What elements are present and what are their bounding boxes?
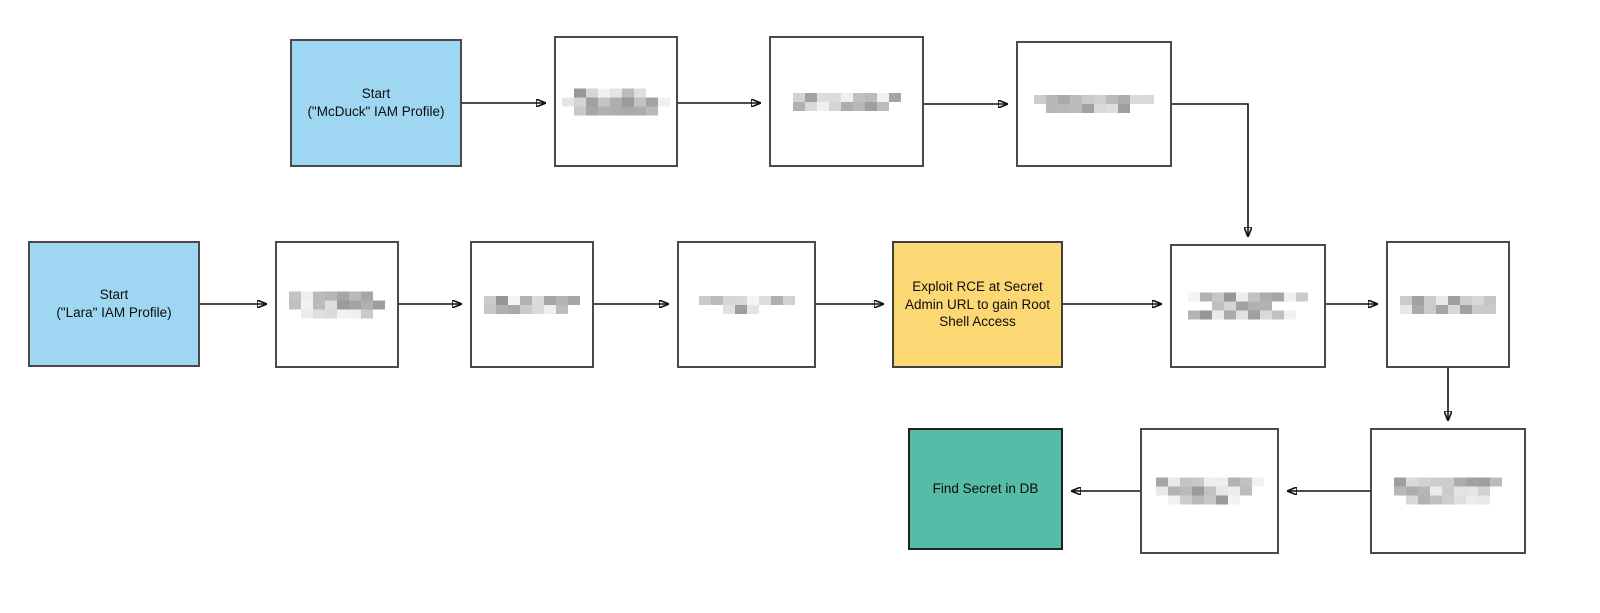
node-bottom-step-2[interactable]	[1140, 428, 1279, 554]
node-top-step-1[interactable]	[554, 36, 678, 167]
redacted-text-block	[1394, 477, 1502, 505]
node-exploit-rce[interactable]: Exploit RCE at Secret Admin URL to gain …	[892, 241, 1063, 368]
node-label: Find Secret in DB	[932, 481, 1039, 497]
node-mid-step-3[interactable]	[677, 241, 816, 368]
redacted-text-block	[1034, 95, 1154, 113]
node-bottom-step-1[interactable]	[1370, 428, 1526, 554]
node-mid-step-1[interactable]	[275, 241, 399, 368]
node-label: Start ("McDuck" IAM Profile)	[307, 86, 445, 119]
node-top-step-3[interactable]	[1016, 41, 1172, 167]
redacted-text-block	[484, 295, 580, 314]
node-label: Exploit RCE at Secret Admin URL to gain …	[904, 278, 1051, 330]
redacted-text-block	[562, 88, 670, 115]
node-start-lara[interactable]: Start ("Lara" IAM Profile)	[28, 241, 200, 367]
node-top-step-2[interactable]	[769, 36, 924, 167]
node-mid-step-5[interactable]	[1170, 244, 1326, 368]
redacted-text-block	[792, 92, 901, 111]
node-find-secret[interactable]: Find Secret in DB	[908, 428, 1063, 550]
redacted-text-block	[698, 295, 795, 314]
edge-top-step-3-to-mid-step-5	[1172, 103, 1248, 236]
node-mid-step-6[interactable]	[1386, 241, 1510, 368]
redacted-text-block	[1155, 477, 1264, 505]
redacted-text-block	[289, 291, 385, 318]
redacted-text-block	[1188, 292, 1308, 320]
node-start-mcduck[interactable]: Start ("McDuck" IAM Profile)	[290, 39, 462, 167]
redacted-text-block	[1400, 295, 1496, 314]
node-mid-step-2[interactable]	[470, 241, 594, 368]
node-label: Start ("Lara" IAM Profile)	[56, 287, 172, 320]
